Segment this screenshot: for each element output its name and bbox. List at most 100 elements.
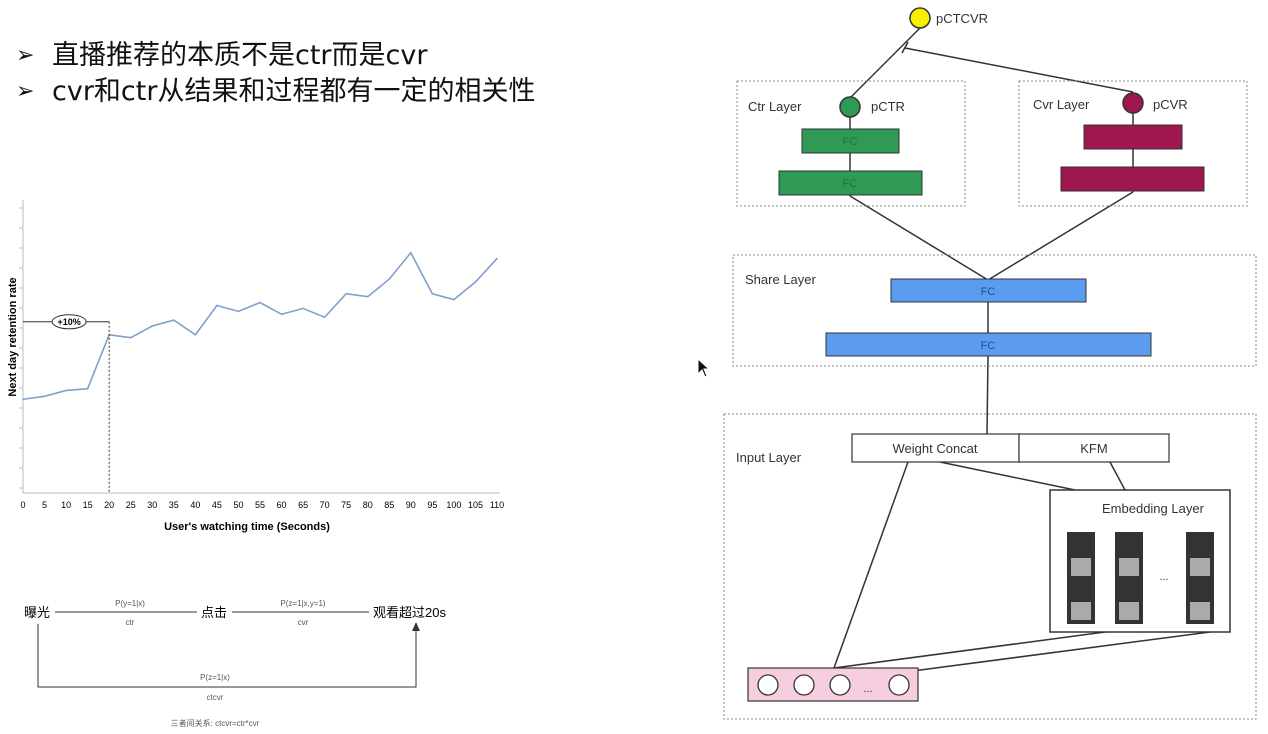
exposure-label: 曝光 [24, 605, 50, 620]
pcvr-label: pCVR [1153, 97, 1188, 112]
data-point [173, 319, 175, 321]
x-axis-label: User's watching time (Seconds) [164, 521, 330, 533]
input-ellipsis: ... [863, 683, 872, 695]
x-tick-label: 60 [277, 500, 287, 510]
arrow-up-icon [412, 622, 420, 631]
y-axis-label: Next day retention rate [7, 277, 19, 396]
weight-concat-label: Weight Concat [892, 441, 977, 456]
p3-formula: P(z=1|x) [200, 673, 230, 682]
bullet-item: ➢ 直播推荐的本质不是ctr而是cvr [14, 38, 614, 74]
embedding-layer-label: Embedding Layer [1102, 501, 1205, 516]
cvr-fc-large [1060, 166, 1205, 192]
data-point [431, 292, 434, 295]
pctr-label: pCTR [871, 99, 905, 114]
esmm-architecture-diagram: pCTCVR Ctr Layer pCTR FC FC Cvr Layer pC… [723, 7, 1257, 720]
p3-name: ctcvr [207, 693, 224, 702]
input-feature-node [888, 674, 910, 696]
p1-formula: P(y=1|x) [115, 599, 145, 608]
data-point [259, 301, 261, 304]
share-fc-small-label: FC [981, 286, 996, 298]
x-tick-label: 100 [446, 500, 461, 510]
x-tick-label: 5 [42, 500, 47, 510]
cvr-layer-box [1018, 80, 1248, 207]
x-tick-label: 45 [212, 500, 222, 510]
data-point [151, 325, 154, 327]
x-tick-label: 35 [169, 500, 179, 510]
arrow-bullet-icon: ➢ [16, 43, 35, 68]
kfm-label: KFM [1080, 441, 1107, 456]
pcvr-node [1122, 92, 1144, 114]
bullet-list: ➢ 直播推荐的本质不是ctr而是cvr ➢ cvr和ctr从结果和过程都有一定的… [14, 38, 614, 110]
x-tick-label: 20 [104, 500, 114, 510]
data-point [216, 304, 218, 307]
annotation-label: +10% [57, 317, 80, 327]
x-tick-label: 85 [384, 500, 394, 510]
x-tick-label: 55 [255, 500, 265, 510]
ctr-layer-label: Ctr Layer [748, 99, 802, 114]
cvr-layer-label: Cvr Layer [1033, 97, 1090, 112]
data-point [302, 307, 304, 310]
kfm-box [1018, 433, 1170, 463]
x-tick-label: 25 [126, 500, 136, 510]
data-point [43, 395, 46, 398]
ctr-layer-box [736, 80, 966, 207]
x-tick-label: 90 [406, 500, 416, 510]
data-point [366, 295, 369, 298]
share-fc-large [825, 332, 1152, 357]
x-tick-label: 30 [147, 500, 157, 510]
x-tick-label: 10 [61, 500, 71, 510]
ctr-fc-large [778, 170, 923, 196]
embedding-vector [1067, 532, 1095, 624]
relation-note: 三者间关系: ctcvr=ctr*cvr [171, 718, 260, 728]
data-point [496, 257, 498, 260]
pctcvr-label: pCTCVR [936, 11, 988, 26]
connection-lines [833, 27, 1211, 673]
data-point [388, 278, 391, 280]
input-feature-node [757, 674, 779, 696]
share-fc-small [890, 278, 1087, 303]
data-point [453, 298, 455, 301]
data-point [345, 292, 347, 295]
x-tick-label: 70 [320, 500, 330, 510]
ctr-fc-large-label: FC [843, 178, 858, 190]
data-point [237, 310, 240, 313]
arrow-bullet-icon: ➢ [16, 79, 35, 104]
x-tick-label: 40 [190, 500, 200, 510]
input-feature-node [793, 674, 815, 696]
bullet-text: cvr和ctr从结果和过程都有一定的相关性 [52, 76, 536, 107]
x-tick-label: 0 [20, 500, 25, 510]
share-fc-large-label: FC [981, 340, 996, 352]
x-tick-label: 105 [468, 500, 483, 510]
watch-label: 观看超过20s [373, 605, 446, 620]
annotation-badge [51, 314, 87, 330]
data-point [22, 398, 24, 401]
ctr-fc-small [801, 128, 900, 154]
x-tick-label: 75 [341, 500, 351, 510]
bullet-item: ➢ cvr和ctr从结果和过程都有一定的相关性 [14, 74, 614, 110]
click-label: 点击 [201, 605, 227, 620]
p2-formula: P(z=1|x,y=1) [280, 599, 326, 608]
p1-name: ctr [126, 618, 135, 627]
pctr-node [839, 96, 861, 118]
cvr-fc-small [1083, 124, 1183, 150]
data-point [194, 333, 197, 336]
data-point [280, 313, 283, 316]
x-tick-label: 110 [490, 500, 504, 510]
data-point [474, 281, 477, 283]
p2-name: cvr [298, 618, 309, 627]
data-point [323, 316, 326, 318]
arrow-tick [901, 41, 909, 54]
probability-flow-diagram: 曝光 P(y=1|x) ctr 点击 P(z=1|x,y=1) cvr 观看超过… [24, 599, 446, 728]
input-feature-node [829, 674, 851, 696]
x-tick-label: 80 [363, 500, 373, 510]
data-point [129, 336, 132, 339]
embedding-ellipsis: ... [1159, 571, 1168, 583]
x-tick-label: 65 [298, 500, 308, 510]
share-layer-label: Share Layer [745, 272, 816, 287]
data-point [410, 251, 412, 254]
weight-concat-box [851, 433, 1020, 463]
data-point [65, 389, 67, 392]
x-tick-label: 15 [83, 500, 93, 510]
embedding-vector [1186, 532, 1214, 624]
